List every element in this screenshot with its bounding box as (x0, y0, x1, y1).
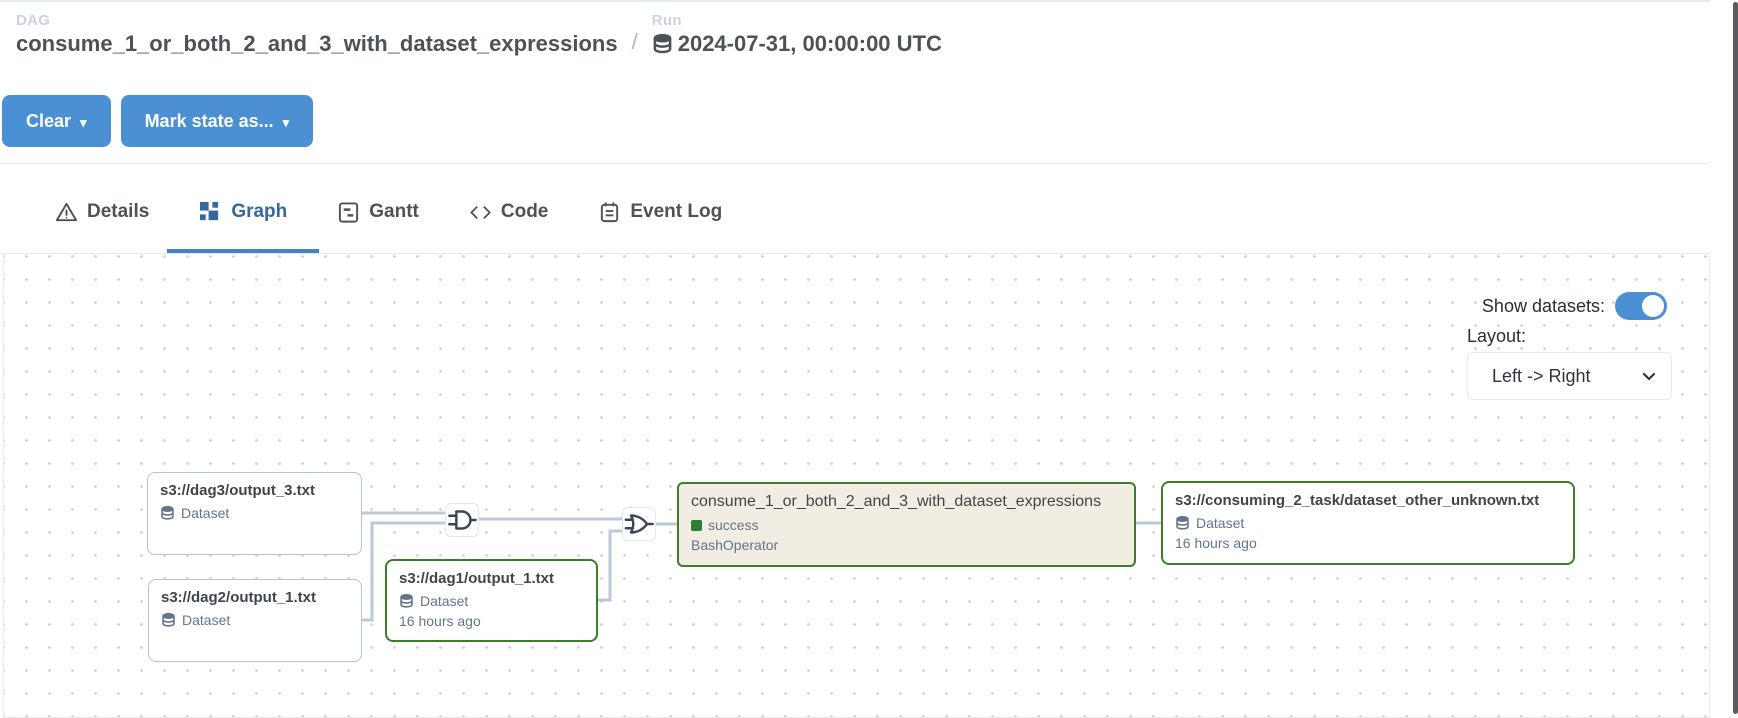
mark-state-as-button[interactable]: Mark state as... ▾ (120, 95, 314, 147)
layout-select[interactable]: Left -> Right (1467, 352, 1672, 400)
show-datasets-control: Show datasets: (1438, 292, 1667, 320)
tab-details[interactable]: Details (55, 192, 149, 232)
dataset-icon (162, 612, 175, 627)
run-actions: Clear ▾ Mark state as... ▾ (2, 95, 314, 147)
caret-down-icon: ▾ (80, 114, 87, 130)
dag-name: consume_1_or_both_2_and_3_with_dataset_e… (16, 31, 618, 56)
dataset-icon (161, 505, 174, 520)
run-timestamp: 2024-07-31, 00:00:00 UTC (677, 31, 942, 56)
gantt-icon (339, 201, 359, 223)
chevron-down-icon (1642, 372, 1656, 381)
show-datasets-toggle[interactable] (1615, 292, 1667, 320)
dataset-type-label: Dataset (420, 593, 469, 609)
run-group: Run 2024-07-31, 00:00:00 UTC (652, 12, 942, 57)
show-datasets-label: Show datasets: (1481, 295, 1605, 316)
dataset-type-row: Dataset (399, 593, 584, 609)
dataset-updated: 16 hours ago (399, 613, 481, 629)
dataset-node-output[interactable]: s3://consuming_2_task/dataset_other_unkn… (1161, 481, 1575, 565)
tabs-bottom-border (0, 253, 1710, 254)
dataset-uri: s3://dag1/output_1.txt (399, 570, 555, 587)
dataset-node-dag1[interactable]: s3://dag1/output_1.txt Dataset 16 hours … (385, 559, 598, 642)
layout-label: Layout: (1467, 326, 1527, 346)
dataset-type-label: Dataset (181, 505, 230, 521)
warning-icon (55, 202, 78, 221)
task-status-row: success (691, 517, 1122, 533)
tab-event-log[interactable]: Event Log (598, 192, 722, 232)
run-label: Run (651, 12, 682, 29)
tab-code[interactable]: Code (469, 192, 548, 232)
task-operator: BashOperator (691, 537, 779, 553)
dag-label: DAG (16, 12, 51, 29)
run-value-row: 2024-07-31, 00:00:00 UTC (652, 31, 942, 57)
or-gate-icon (622, 507, 656, 541)
tab-bar: Details Graph Gantt Code (55, 192, 722, 254)
dataset-type-row: Dataset (160, 505, 349, 521)
tab-graph[interactable]: Graph (167, 192, 320, 254)
dag-group: DAG consume_1_or_both_2_and_3_with_datas… (16, 12, 618, 57)
dataset-icon (400, 593, 413, 608)
dataset-node-dag2[interactable]: s3://dag2/output_1.txt Dataset (148, 579, 362, 662)
code-icon (470, 205, 491, 219)
breadcrumb: DAG consume_1_or_both_2_and_3_with_datas… (16, 12, 942, 57)
task-status: success (708, 517, 759, 533)
tab-gantt[interactable]: Gantt (337, 192, 419, 232)
dataset-uri: s3://consuming_2_task/dataset_other_unkn… (1175, 492, 1540, 509)
vertical-scrollbar[interactable] (1733, 2, 1738, 714)
task-node[interactable]: consume_1_or_both_2_and_3_with_dataset_e… (677, 482, 1136, 567)
layout-selected-value: Left -> Right (1492, 365, 1591, 386)
clear-button[interactable]: Clear ▾ (2, 95, 111, 147)
dataset-type-row: Dataset (161, 612, 349, 628)
graph-icon (200, 201, 219, 220)
event-log-icon (601, 201, 619, 222)
toggle-knob (1642, 295, 1664, 317)
dataset-type-row: Dataset (1175, 515, 1561, 531)
dataset-node-dag3[interactable]: s3://dag3/output_3.txt Dataset (147, 472, 362, 555)
dataset-type-label: Dataset (1196, 515, 1245, 531)
success-status-icon (691, 519, 702, 531)
header-divider (0, 163, 1710, 164)
dataset-updated: 16 hours ago (1175, 535, 1257, 551)
dataset-uri: s3://dag2/output_1.txt (161, 589, 317, 606)
caret-down-icon: ▾ (282, 114, 290, 130)
dataset-uri: s3://dag3/output_3.txt (160, 482, 316, 499)
and-gate-icon (445, 503, 479, 537)
task-name: consume_1_or_both_2_and_3_with_dataset_e… (691, 493, 1102, 510)
dataset-icon (653, 33, 672, 53)
breadcrumb-separator: / (631, 29, 638, 54)
dataset-type-label: Dataset (182, 612, 231, 628)
dataset-icon (1176, 515, 1189, 530)
top-border (0, 0, 1710, 2)
